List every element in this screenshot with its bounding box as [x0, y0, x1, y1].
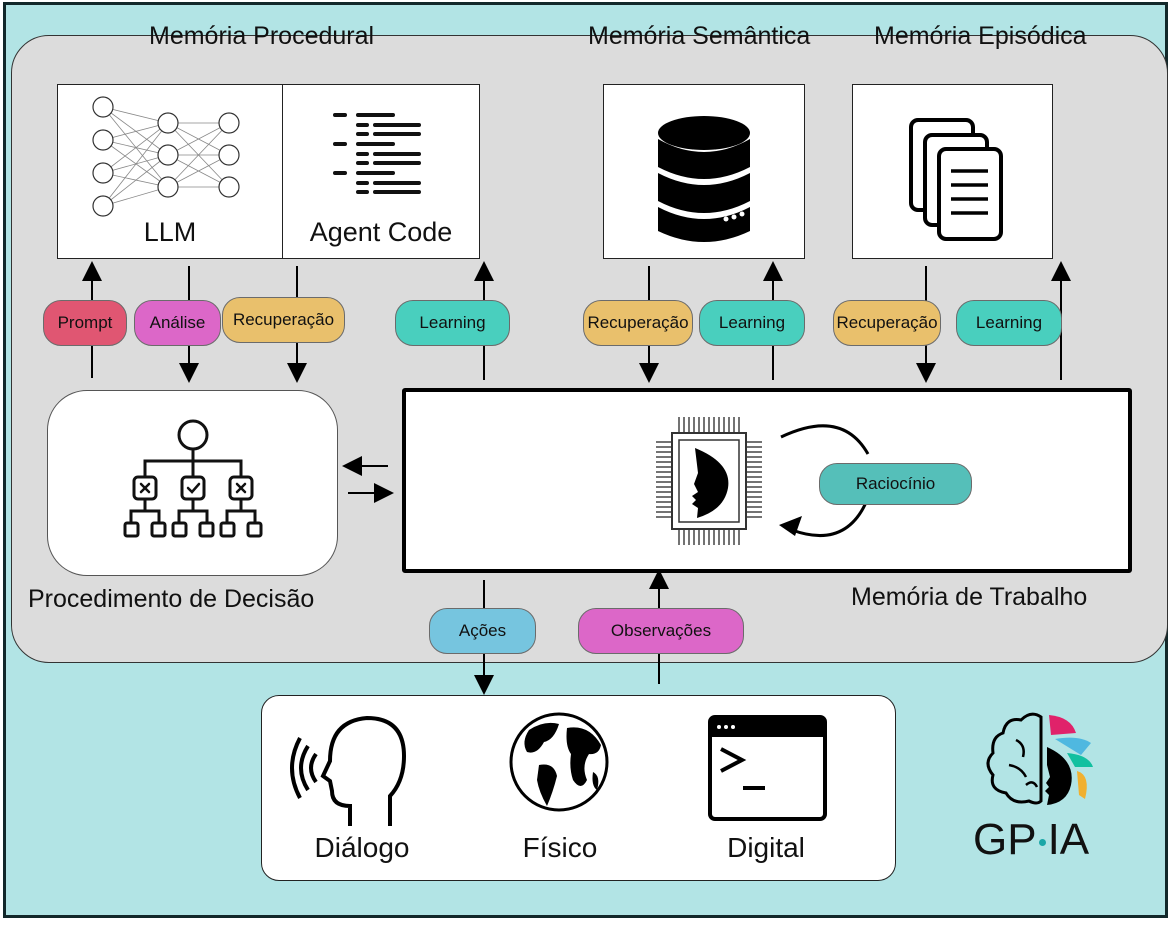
agent-code-box: Agent Code: [282, 84, 480, 259]
title-semantic-memory: Memória Semântica: [588, 22, 811, 50]
title-working-memory: Memória de Trabalho: [851, 583, 1088, 611]
speaking-head-icon: [290, 715, 407, 826]
diagram-frame: Memória Procedural Memória Semântica Mem…: [3, 2, 1168, 918]
environment-box: Diálogo Físico Digital: [261, 695, 896, 881]
fisico-label: Físico: [522, 832, 598, 863]
raciocinio-pill: Raciocínio: [819, 463, 972, 505]
digital-label: Digital: [727, 832, 805, 863]
recuperacao-pill-semantic: Recuperação: [583, 300, 693, 346]
recuperacao-pill-procedural: Recuperação: [222, 297, 345, 343]
analise-pill: Análise: [134, 300, 221, 346]
title-episodic-memory: Memória Episódica: [874, 22, 1087, 50]
ai-chip-icon: [656, 417, 870, 545]
learning-pill-episodic: Learning: [956, 300, 1062, 346]
brain-face-logo-icon: [986, 712, 1093, 805]
acoes-pill: Ações: [429, 608, 536, 654]
observacoes-pill: Observações: [578, 608, 744, 654]
terminal-icon: [708, 715, 827, 821]
title-procedural-memory: Memória Procedural: [149, 22, 375, 50]
logo-text-ia: IA: [1047, 815, 1090, 864]
prompt-pill: Prompt: [43, 300, 127, 346]
learning-pill-semantic: Learning: [699, 300, 805, 346]
llm-box: LLM: [57, 84, 283, 259]
neural-network-icon: [92, 96, 240, 217]
database-icon: [658, 116, 750, 242]
logo-text-gp: GP: [973, 815, 1037, 864]
dialogo-label: Diálogo: [314, 832, 410, 863]
globe-icon: [509, 712, 609, 812]
decision-tree-icon: [123, 419, 263, 538]
episodic-memory-box: [852, 84, 1053, 259]
semantic-memory-box: [603, 84, 805, 259]
llm-label: LLM: [143, 217, 197, 247]
code-lines-icon: [333, 113, 421, 194]
agent-code-label: Agent Code: [309, 217, 453, 247]
decision-procedure-box: [47, 390, 338, 576]
documents-icon: [909, 118, 1003, 241]
title-decision-procedure: Procedimento de Decisão: [28, 585, 315, 613]
working-memory-box: Raciocínio: [402, 388, 1132, 573]
learning-pill-procedural: Learning: [395, 300, 510, 346]
recuperacao-pill-episodic: Recuperação: [833, 300, 941, 346]
logo-dot: [1038, 838, 1046, 846]
